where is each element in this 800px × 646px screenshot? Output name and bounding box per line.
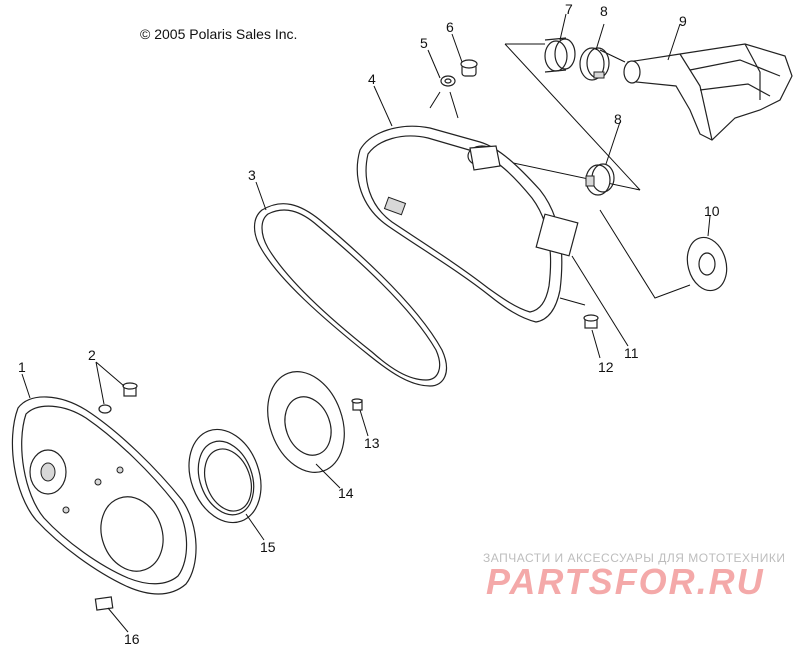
callout-8-lower: 8 bbox=[614, 111, 622, 127]
leader-lines bbox=[21, 13, 711, 633]
part-9-intake-duct bbox=[623, 43, 793, 141]
part-1-inner-cover bbox=[11, 396, 197, 595]
part-10-washer bbox=[599, 209, 728, 299]
callout-3: 3 bbox=[248, 167, 256, 183]
callout-13: 13 bbox=[364, 435, 380, 451]
callout-2: 2 bbox=[88, 347, 96, 363]
watermark-logo: PARTSFOR.RU bbox=[486, 561, 765, 602]
callout-15: 15 bbox=[260, 539, 276, 555]
callout-5: 5 bbox=[420, 35, 428, 51]
part-8-clamp-lower bbox=[585, 163, 615, 196]
callouts: 1 2 3 4 5 6 7 8 8 9 10 11 12 13 14 15 16 bbox=[18, 1, 720, 646]
callout-10: 10 bbox=[704, 203, 720, 219]
part-7-sleeve bbox=[544, 37, 576, 73]
part-14-plate bbox=[267, 371, 345, 473]
watermark-subtitle: ЗАПЧАСТИ И АКСЕССУАРЫ ДЛЯ МОТОТЕХНИКИ bbox=[483, 551, 786, 565]
part-4-outer-cover bbox=[356, 91, 579, 323]
callout-9: 9 bbox=[679, 13, 687, 29]
callout-14: 14 bbox=[338, 485, 354, 501]
part-8-clamp-upper bbox=[579, 47, 610, 81]
part-15-seal bbox=[188, 428, 262, 524]
callout-1: 1 bbox=[18, 359, 26, 375]
part-6-plug bbox=[460, 59, 478, 77]
part-12-bolt bbox=[559, 297, 599, 329]
callout-8-upper: 8 bbox=[600, 3, 608, 19]
callout-6: 6 bbox=[446, 19, 454, 35]
callout-11: 11 bbox=[624, 345, 639, 361]
callout-4: 4 bbox=[368, 71, 376, 87]
copyright-text: © 2005 Polaris Sales Inc. bbox=[140, 26, 298, 42]
part-16-tag bbox=[94, 596, 114, 611]
part-2-bolt-washer bbox=[98, 382, 138, 414]
callout-12: 12 bbox=[598, 359, 614, 375]
part-5-washer bbox=[440, 75, 456, 87]
callout-16: 16 bbox=[124, 631, 140, 646]
part-3-drive-belt bbox=[253, 203, 447, 387]
assembly-lines-top bbox=[489, 43, 641, 191]
part-13-bolt bbox=[351, 398, 363, 411]
callout-7: 7 bbox=[565, 1, 573, 17]
